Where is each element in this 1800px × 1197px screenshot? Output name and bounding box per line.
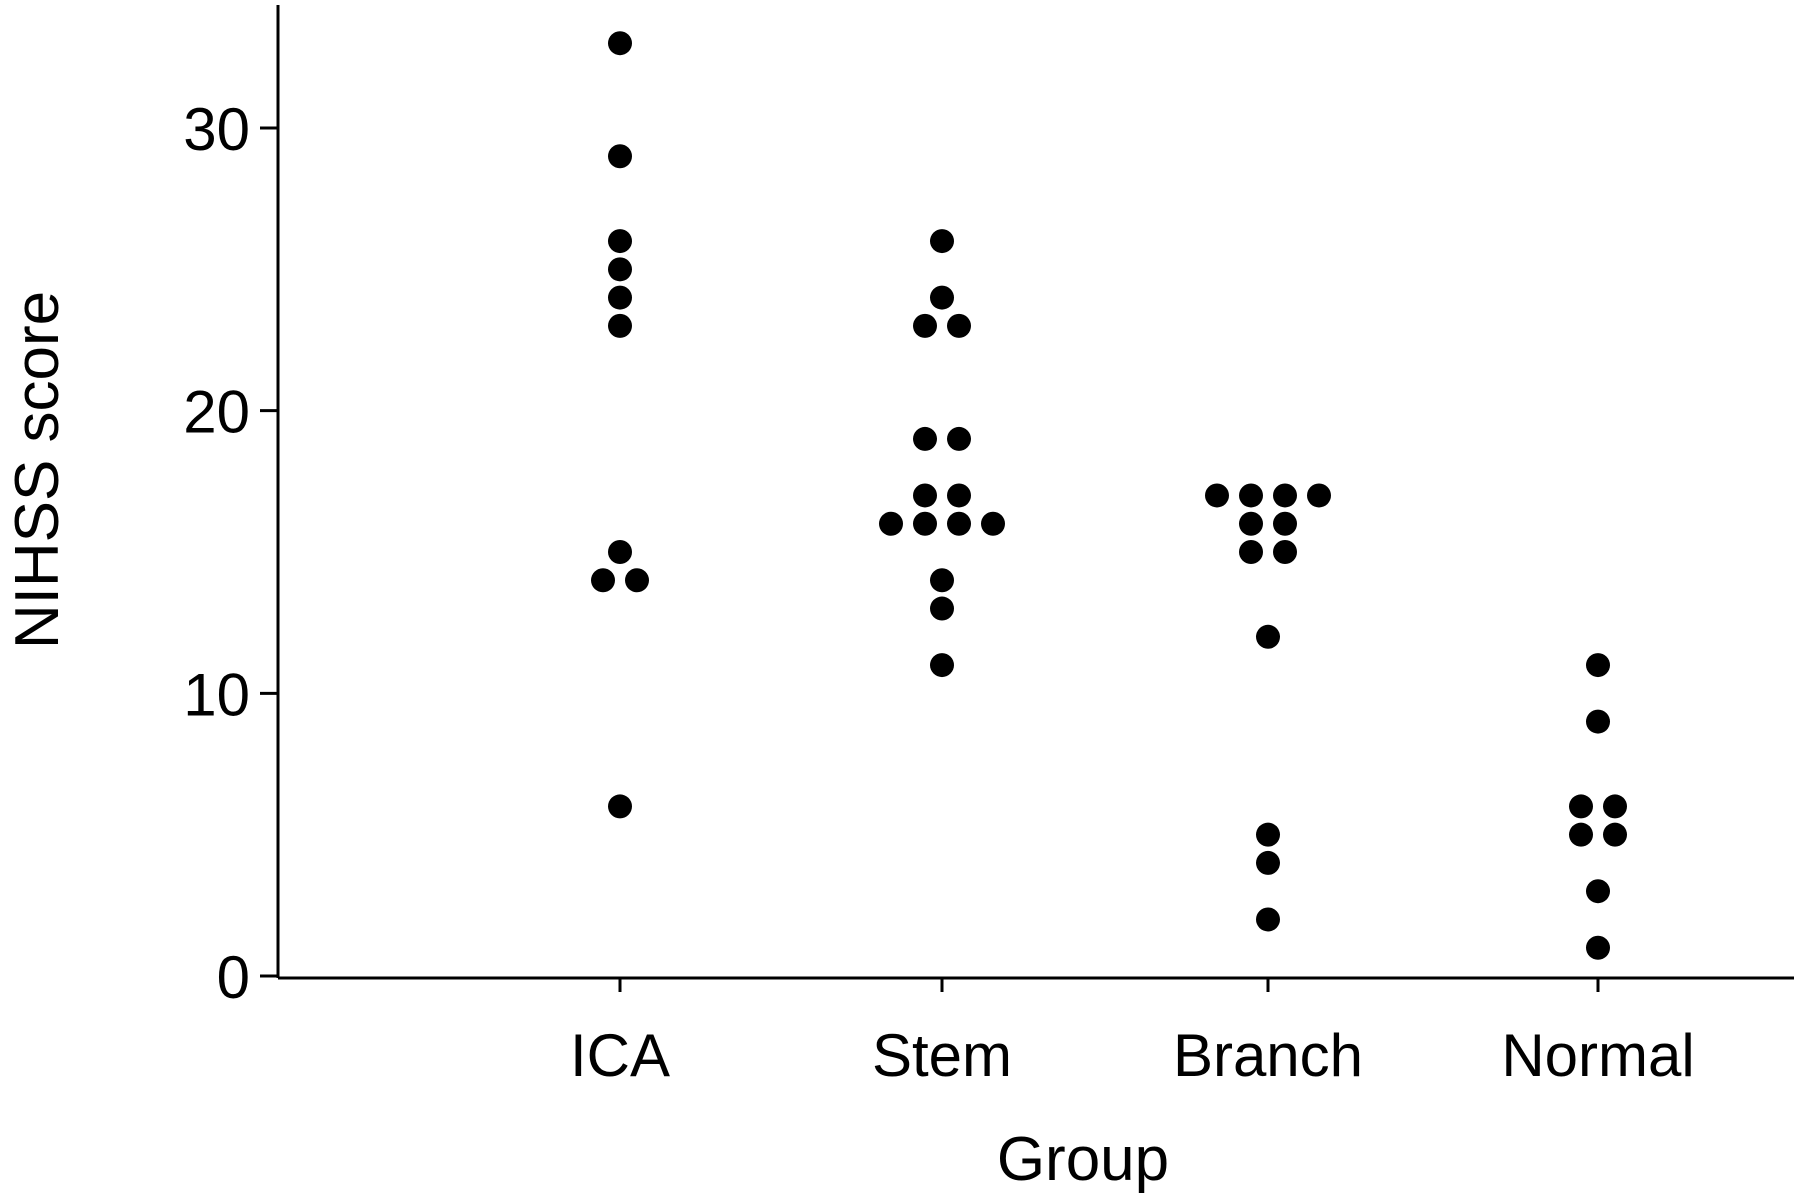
data-point [947, 426, 971, 451]
data-point [1603, 794, 1627, 819]
data-point [608, 257, 632, 282]
data-point [1273, 511, 1297, 536]
data-point [608, 144, 632, 169]
data-point [608, 31, 632, 56]
data-point [1256, 907, 1280, 932]
data-point [591, 568, 615, 593]
data-point [1569, 822, 1593, 847]
data-point [930, 568, 954, 593]
x-tick-label: Normal [1501, 1022, 1694, 1089]
data-point [913, 483, 937, 508]
data-point [913, 511, 937, 536]
data-point [947, 313, 971, 338]
data-point [930, 229, 954, 254]
data-point [1256, 850, 1280, 875]
data-point [608, 229, 632, 254]
data-point [608, 285, 632, 310]
y-tick-label: 0 [217, 944, 250, 1011]
data-point [1205, 483, 1229, 508]
x-tick-label: ICA [570, 1022, 670, 1089]
y-tick-label: 30 [183, 96, 250, 163]
data-point [608, 794, 632, 819]
data-point [1307, 483, 1331, 508]
y-tick-label: 20 [183, 379, 250, 446]
data-point [930, 653, 954, 678]
data-point [930, 285, 954, 310]
x-tick-label: Stem [872, 1022, 1012, 1089]
data-point [913, 426, 937, 451]
data-point [1273, 483, 1297, 508]
data-point [913, 313, 937, 338]
data-point [1273, 540, 1297, 564]
data-point [1239, 540, 1263, 564]
data-point [1256, 624, 1280, 649]
data-point [608, 540, 632, 564]
data-point [879, 511, 903, 536]
x-axis-label: Group [997, 1125, 1169, 1194]
data-point [1239, 511, 1263, 536]
data-point [1586, 935, 1610, 960]
data-point [1256, 822, 1280, 847]
data-point [1569, 794, 1593, 819]
y-tick-label: 10 [183, 661, 250, 728]
data-point [1586, 653, 1610, 678]
data-points [591, 31, 1627, 960]
y-axis-label: NIHSS score [3, 291, 72, 649]
data-point [947, 483, 971, 508]
data-point [1603, 822, 1627, 847]
data-point [1586, 879, 1610, 904]
data-point [625, 568, 649, 593]
data-point [930, 596, 954, 621]
data-point [947, 511, 971, 536]
data-point [1239, 483, 1263, 508]
data-point [1586, 709, 1610, 734]
data-point [981, 511, 1005, 536]
data-point [608, 313, 632, 338]
x-tick-label: Branch [1173, 1022, 1363, 1089]
